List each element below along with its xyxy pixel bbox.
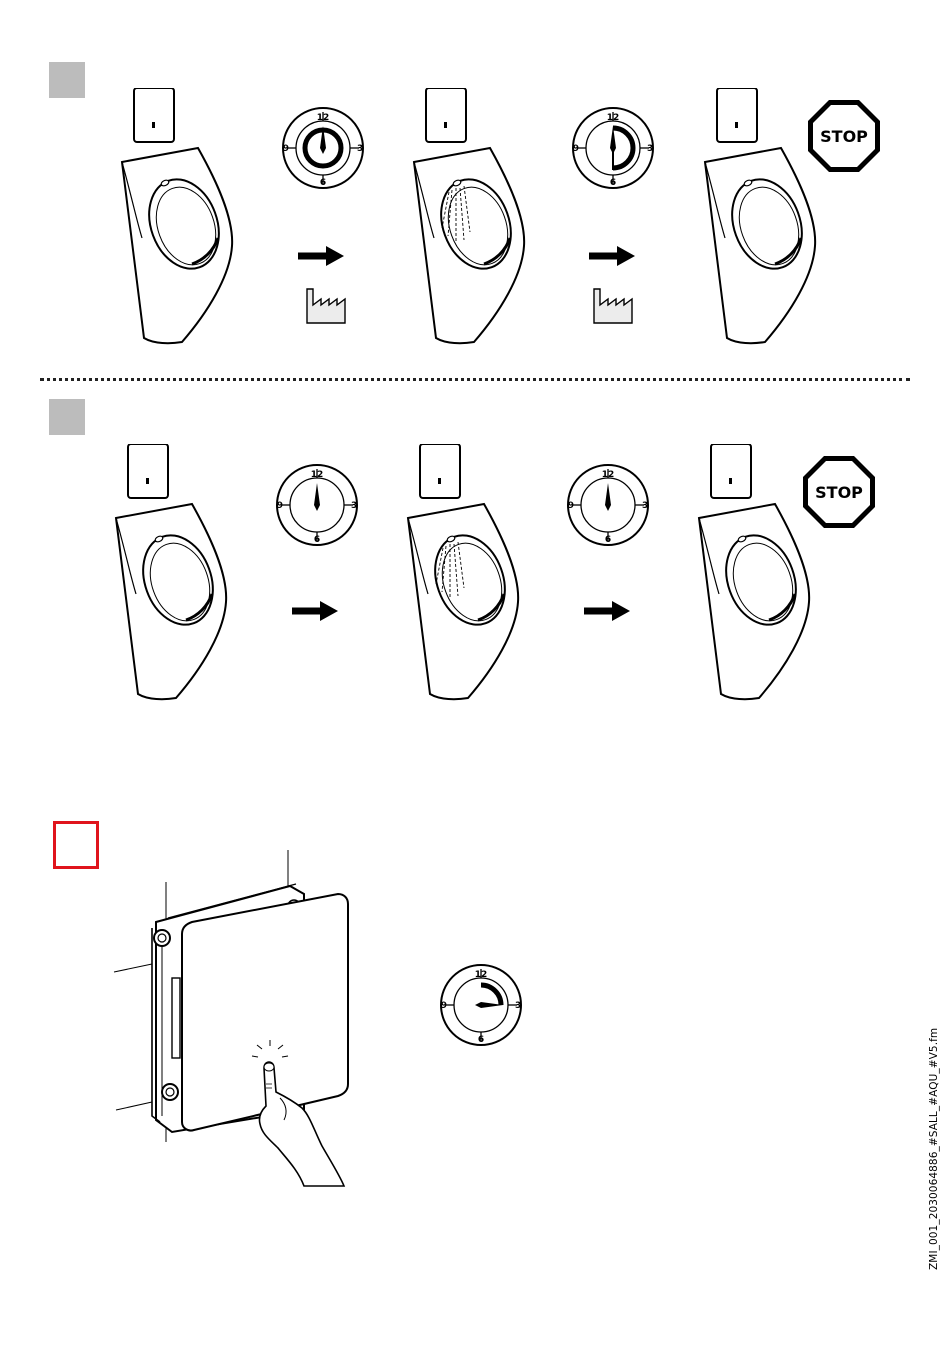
clock-label-12: 12 xyxy=(607,113,620,123)
clock-label-9: 9 xyxy=(568,501,574,511)
clock-label-12: 12 xyxy=(317,113,330,123)
clock-label-12: 12 xyxy=(475,970,488,980)
arrow-right-icon xyxy=(584,600,632,622)
warning-marker xyxy=(53,821,99,869)
clock-label-3: 3 xyxy=(351,501,357,511)
factory-icon xyxy=(306,282,346,324)
clock-label-3: 3 xyxy=(357,144,363,154)
section-divider xyxy=(40,378,910,381)
arrow-right-icon xyxy=(298,245,346,267)
clock-label-9: 9 xyxy=(573,144,579,154)
stop-label: STOP xyxy=(815,483,863,502)
clock-label-3: 3 xyxy=(642,501,648,511)
clock-icon: 12 3 6 9 xyxy=(279,104,367,192)
clock-label-6: 6 xyxy=(478,1035,484,1045)
arrow-right-icon xyxy=(292,600,340,622)
clock-label-12: 12 xyxy=(311,470,324,480)
urinal-icon xyxy=(120,88,245,353)
stop-sign-icon: STOP xyxy=(801,454,877,530)
clock-icon: 12 3 6 9 xyxy=(273,461,361,549)
clock-label-6: 6 xyxy=(314,535,320,545)
clock-label-9: 9 xyxy=(283,144,289,154)
clock-icon: 12 3 6 9 xyxy=(437,961,525,1049)
clock-icon: 12 3 6 9 xyxy=(569,104,657,192)
factory-icon xyxy=(593,282,633,324)
stop-sign-icon: STOP xyxy=(806,98,882,174)
clock-icon: 12 3 6 9 xyxy=(564,461,652,549)
clock-label-6: 6 xyxy=(320,178,326,188)
clock-label-6: 6 xyxy=(605,535,611,545)
file-reference: ZMI_001_2030064886_#SALL_#AQU_#V5.fm xyxy=(928,1028,940,1270)
clock-label-9: 9 xyxy=(441,1001,447,1011)
clock-label-6: 6 xyxy=(610,178,616,188)
arrow-right-icon xyxy=(589,245,637,267)
urinal-icon xyxy=(406,444,531,709)
clock-label-3: 3 xyxy=(515,1001,521,1011)
urinal-icon xyxy=(114,444,239,709)
clock-label-3: 3 xyxy=(647,144,653,154)
urinal-icon xyxy=(412,88,537,353)
hand-press-icon xyxy=(240,1040,350,1190)
step-marker-2 xyxy=(49,399,85,435)
clock-label-9: 9 xyxy=(277,501,283,511)
stop-label: STOP xyxy=(820,127,868,146)
clock-label-12: 12 xyxy=(602,470,615,480)
step-marker-1 xyxy=(49,62,85,98)
